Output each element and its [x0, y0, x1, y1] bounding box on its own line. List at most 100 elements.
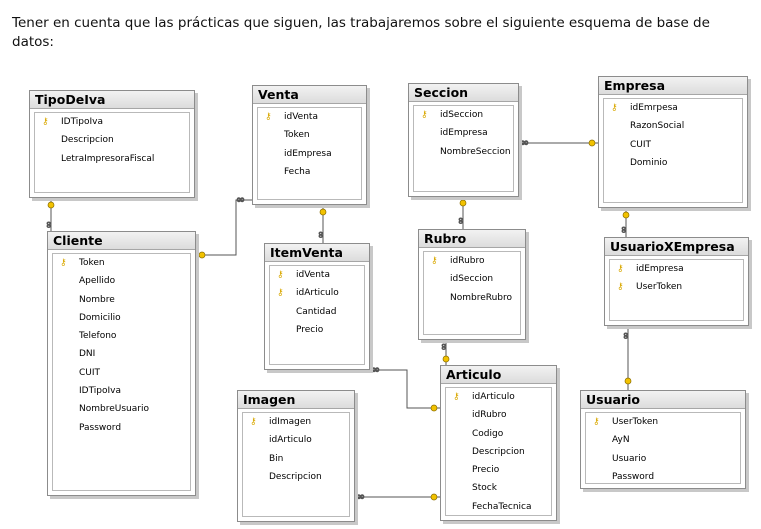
column-row[interactable]: Descripcion [35, 131, 189, 149]
column-row[interactable]: CUIT [604, 136, 742, 154]
column-row[interactable]: ⚷idSeccion [414, 106, 513, 124]
column-name: Stock [472, 483, 497, 494]
one-key-icon [319, 208, 327, 216]
column-row[interactable]: Dominio [604, 154, 742, 172]
column-row[interactable]: ⚷idArticulo [446, 388, 551, 406]
column-row[interactable]: Descripcion [243, 468, 349, 486]
one-key-icon [198, 251, 206, 259]
key-icon: ⚷ [421, 110, 428, 120]
column-name: UserToken [636, 282, 683, 293]
column-row[interactable]: Descripcion [446, 443, 551, 461]
column-row[interactable]: idArticulo [243, 431, 349, 449]
column-row[interactable]: NombreUsuario [53, 400, 190, 418]
column-row[interactable]: ⚷idEmrpesa [604, 99, 742, 117]
column-name: Password [79, 422, 122, 433]
key-icon: ⚷ [277, 288, 284, 299]
column-row[interactable]: Stock [446, 479, 551, 497]
key-icon: ⚷ [617, 282, 624, 293]
column-name: Descripcion [61, 135, 114, 146]
column-row[interactable]: Precio [270, 321, 364, 339]
column-row[interactable]: Apellido [53, 272, 190, 290]
many-marker: ∞ [43, 221, 53, 229]
column-name: idArticulo [269, 435, 312, 446]
table-title: Cliente [48, 232, 195, 250]
column-name: idArticulo [472, 392, 515, 402]
table-title: Usuario [581, 391, 745, 409]
column-row[interactable]: Nombre [53, 291, 190, 309]
column-name: idEmpresa [284, 148, 332, 159]
one-key-icon [47, 201, 55, 209]
column-row[interactable]: ⚷idRubro [424, 252, 520, 270]
column-row[interactable]: AyN [586, 431, 740, 449]
one-key-icon [624, 377, 632, 385]
column-row[interactable]: ⚷idImagen [243, 413, 349, 431]
column-row[interactable]: ⚷idVenta [270, 266, 364, 284]
column-name: Bin [269, 453, 284, 464]
column-name: idArticulo [296, 288, 339, 299]
column-row[interactable]: DNI [53, 345, 190, 363]
column-name: DNI [79, 349, 96, 360]
column-row[interactable]: ⚷UserToken [586, 413, 740, 431]
column-name: Fecha [284, 166, 311, 177]
column-row[interactable]: Password [586, 468, 740, 486]
column-name: Domicilio [79, 312, 121, 323]
column-row[interactable]: ⚷ UserToken [610, 278, 743, 296]
column-row[interactable]: Cantidad [270, 303, 364, 321]
table-usuarioxempresa[interactable]: UsuarioXEmpresa⚷idEmpresa⚷UserToken [604, 237, 749, 326]
column-row[interactable]: Precio [446, 461, 551, 479]
table-title: Empresa [599, 77, 747, 95]
column-name: NombreSeccion [440, 146, 511, 157]
one-key-icon [442, 355, 450, 363]
column-row[interactable]: Bin [243, 450, 349, 468]
column-row[interactable]: ⚷Token [53, 254, 190, 272]
key-icon: ⚷ [60, 258, 67, 268]
column-row[interactable]: ⚷idEmpresa [610, 260, 743, 278]
column-name: FechaTecnica [472, 501, 532, 512]
column-row[interactable]: NombreRubro [424, 289, 520, 307]
column-row[interactable]: CUIT [53, 364, 190, 382]
column-row[interactable]: LetraImpresoraFiscal [35, 150, 189, 168]
column-row[interactable]: Domicilio [53, 309, 190, 327]
table-columns: ⚷idEmpresa ⚷ UserToken [609, 259, 744, 321]
column-row[interactable]: Fecha [258, 163, 361, 181]
column-name: idEmpresa [440, 128, 488, 139]
column-name: Token [284, 130, 310, 141]
column-row[interactable]: RazonSocial [604, 117, 742, 135]
column-row[interactable]: Password [53, 419, 190, 437]
column-row[interactable]: ⚷IDTipoIva [35, 113, 189, 131]
column-row[interactable]: Usuario [586, 450, 740, 468]
column-row[interactable]: Token [258, 126, 361, 144]
column-row[interactable]: idRubro [446, 406, 551, 424]
column-row[interactable]: idSeccion [424, 270, 520, 288]
column-row[interactable]: IDTipoIva [53, 382, 190, 400]
column-row[interactable]: NombreSeccion [414, 143, 513, 161]
column-row[interactable]: idEmpresa [414, 124, 513, 142]
key-icon: ⚷ [265, 112, 272, 122]
column-row[interactable]: FechaTecnica [446, 498, 551, 516]
column-name: idVenta [296, 270, 330, 280]
column-name: Precio [296, 324, 324, 335]
table-title: TipoDeIva [30, 91, 194, 109]
column-row[interactable]: ⚷idVenta [258, 108, 361, 126]
column-name: Descripcion [472, 446, 525, 457]
key-icon: ⚷ [431, 256, 438, 266]
column-row[interactable]: idEmpresa [258, 145, 361, 163]
column-row[interactable]: Telefono [53, 327, 190, 345]
column-name: IDTipoIva [61, 117, 104, 127]
column-row[interactable]: Codigo [446, 425, 551, 443]
column-name: Nombre [79, 294, 115, 305]
one-key-icon [430, 404, 438, 412]
column-row[interactable]: ⚷ idArticulo [270, 284, 364, 302]
